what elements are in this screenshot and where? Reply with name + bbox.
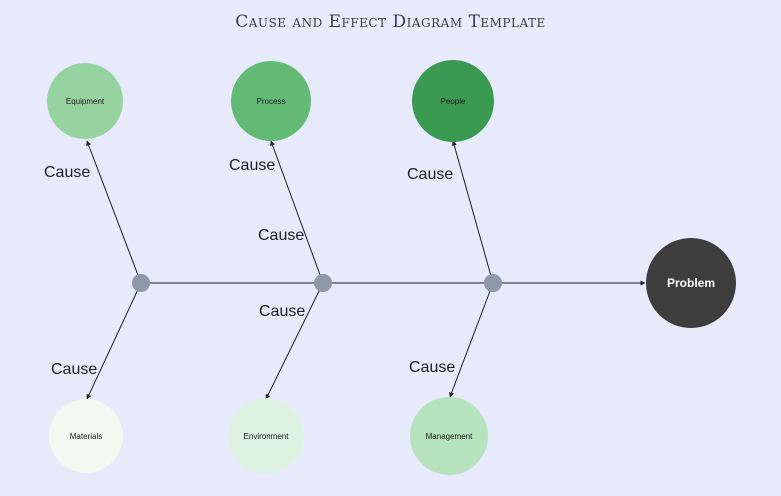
bone-equipment bbox=[86, 140, 142, 284]
cause-label-process: Cause bbox=[229, 157, 275, 174]
junction-1 bbox=[132, 274, 150, 292]
node-management[interactable]: Management bbox=[410, 397, 488, 475]
bone-environment bbox=[265, 282, 324, 400]
node-people[interactable]: People bbox=[412, 60, 494, 142]
cause-label-equipment: Cause bbox=[44, 164, 90, 181]
node-equipment[interactable]: Equipment bbox=[47, 63, 123, 139]
node-label: Environment bbox=[244, 432, 290, 441]
node-label: Management bbox=[426, 432, 473, 441]
node-materials[interactable]: Materials bbox=[49, 399, 123, 473]
node-label: People bbox=[441, 97, 466, 106]
node-label: Materials bbox=[70, 432, 102, 441]
problem-label: Problem bbox=[667, 276, 715, 290]
bone-process bbox=[270, 140, 324, 284]
cause-label-people: Cause bbox=[407, 166, 453, 183]
junction-2 bbox=[314, 274, 332, 292]
node-label: Equipment bbox=[66, 97, 105, 106]
node-environment[interactable]: Environment bbox=[228, 398, 304, 474]
cause-label-spine-upper: Cause bbox=[258, 227, 304, 244]
node-process[interactable]: Process bbox=[231, 61, 311, 141]
cause-label-spine-lower: Cause bbox=[259, 303, 305, 320]
diagram-title: Cause and Effect Diagram Template bbox=[235, 12, 546, 32]
cause-label-management: Cause bbox=[409, 359, 455, 376]
node-problem[interactable]: Problem bbox=[646, 238, 736, 328]
bone-management bbox=[449, 282, 494, 398]
node-label: Process bbox=[257, 97, 286, 106]
bone-people bbox=[451, 140, 494, 284]
bone-materials bbox=[86, 282, 142, 400]
cause-label-materials: Cause bbox=[51, 361, 97, 378]
junction-3 bbox=[484, 274, 502, 292]
